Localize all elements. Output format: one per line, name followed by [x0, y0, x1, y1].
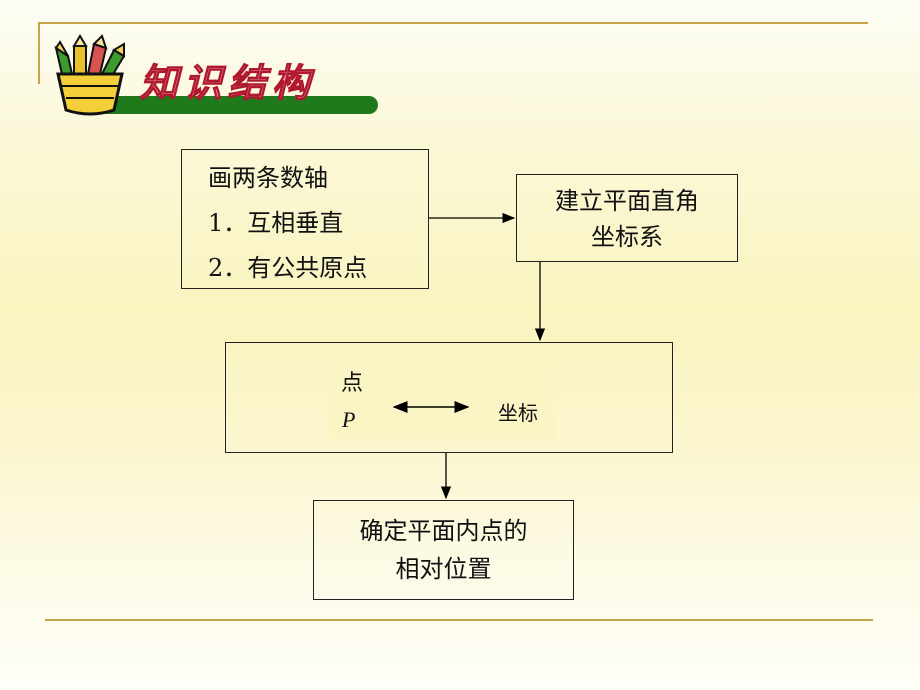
position-line-2: 相对位置 — [395, 555, 492, 583]
coordinate-label: 坐标 — [498, 401, 538, 425]
axes-step-common-origin: 2．有公共原点 — [208, 254, 368, 282]
frame-top-line — [38, 22, 868, 24]
point-coordinate-highlight — [329, 357, 556, 439]
page-title: 知识结构 — [139, 59, 317, 105]
coordinate-system-box: 建立平面直角 坐标系 — [516, 174, 738, 262]
point-label: 点 — [341, 371, 364, 396]
double-arrow — [392, 401, 470, 413]
pencil-cup-icon — [54, 34, 126, 116]
axes-step-heading: 画两条数轴 — [208, 164, 328, 192]
axes-step-perpendicular: 1．互相垂直 — [208, 209, 344, 237]
point-coordinate-box: 点 P 坐标 — [225, 342, 673, 453]
system-line-2: 坐标系 — [591, 223, 663, 251]
draw-axes-box: 画两条数轴 1．互相垂直 2．有公共原点 — [181, 149, 429, 289]
point-symbol: P — [342, 407, 356, 432]
title-underline-bar — [96, 96, 378, 114]
position-line-1: 确定平面内点的 — [359, 517, 528, 545]
system-line-1: 建立平面直角 — [555, 187, 699, 215]
frame-left-line — [38, 22, 40, 84]
frame-bottom-line — [45, 619, 873, 621]
relative-position-box: 确定平面内点的 相对位置 — [313, 500, 574, 600]
